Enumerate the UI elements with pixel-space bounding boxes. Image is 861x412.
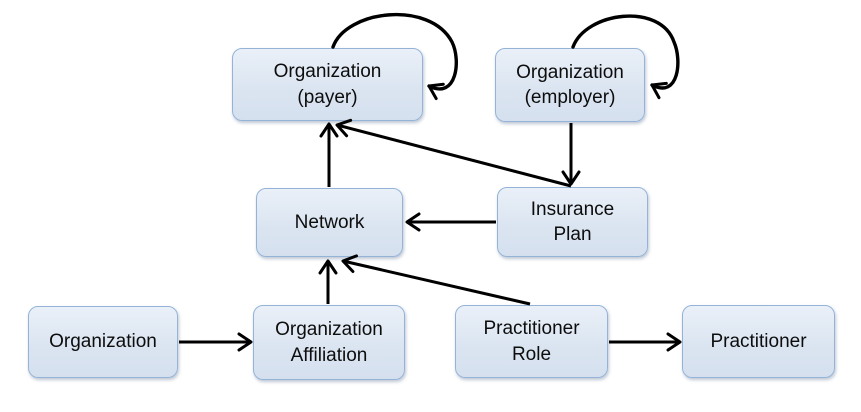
node-label: Practitioner [710,330,807,352]
node-label: (payer) [297,86,358,108]
edge-insurance-plan-to-organization-payer-icon [335,118,572,188]
edge-practitioner-role-to-network-icon [341,254,531,306]
node-label: Practitioner [483,318,580,340]
node-label: Plan [553,224,592,245]
node-label: Organization [275,319,383,341]
node-label: Affiliation [290,344,368,366]
node-insurance-plan: Insurance Plan [497,187,648,257]
node-practitioner: Practitioner [682,305,835,378]
node-label: Organization [273,61,382,83]
node-label: Insurance [530,198,615,220]
node-organization-affiliation: Organization Affiliation [253,305,405,380]
node-label: Organization [49,331,157,353]
node-label: Network [294,211,365,233]
node-label: Organization [516,61,624,83]
node-practitioner-role: Practitioner Role [455,305,608,378]
node-label: Role [511,343,552,365]
node-organization: Organization [28,306,178,378]
node-organization-employer: Organization (employer) [495,48,645,122]
node-organization-payer: Organization (payer) [232,48,423,121]
node-label: (employer) [524,87,616,108]
node-network: Network [256,188,403,257]
